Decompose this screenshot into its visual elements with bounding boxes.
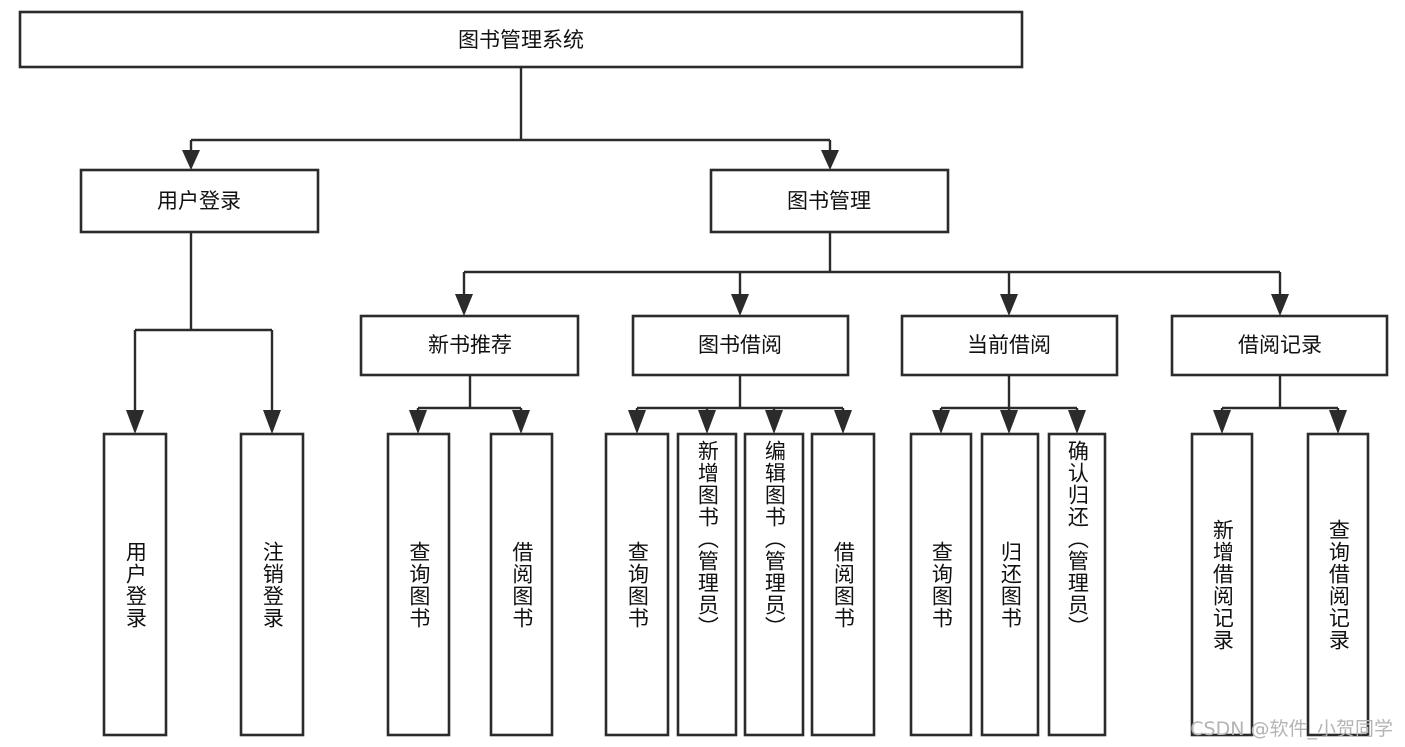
node-root[interactable] <box>18 10 1024 69</box>
arrow-borrow-leaf-3 <box>765 410 783 434</box>
arrow-borrow-leaf-4 <box>834 410 852 434</box>
node-current-borrow[interactable] <box>900 314 1119 377</box>
arrow-root-to-login <box>182 150 200 170</box>
node-leaf-borrow-3[interactable] <box>743 432 805 737</box>
arrow-login-leaf-1 <box>126 410 144 434</box>
node-current-borrow-label: 当前借阅 <box>967 333 1051 357</box>
arrow-recommend-leaf-2 <box>512 410 530 434</box>
connectors <box>126 67 1347 434</box>
node-leaf-record-1[interactable] <box>1190 432 1254 737</box>
node-borrow-record-label: 借阅记录 <box>1238 333 1322 357</box>
arrow-current-leaf-1 <box>932 410 950 434</box>
arrow-bm-child-3 <box>1000 294 1018 316</box>
arrow-borrow-leaf-1 <box>628 410 646 434</box>
watermark-text: CSDN @软件_小贺同学 <box>1190 718 1393 740</box>
node-leaf-user-login-1[interactable] <box>102 432 168 737</box>
node-book-management[interactable] <box>709 168 950 234</box>
node-leaf-current-2[interactable] <box>980 432 1040 737</box>
node-leaf-current-1[interactable] <box>909 432 973 737</box>
arrow-root-to-bookmgmt <box>821 150 839 170</box>
node-book-borrow-label: 图书借阅 <box>698 333 782 357</box>
node-leaf-recommend-2[interactable] <box>489 432 554 737</box>
arrow-current-leaf-3 <box>1068 410 1086 434</box>
node-book-borrow[interactable] <box>631 314 850 377</box>
node-leaf-record-2[interactable] <box>1306 432 1370 737</box>
arrow-record-leaf-1 <box>1213 410 1231 434</box>
arrow-recommend-leaf-1 <box>409 410 427 434</box>
node-leaf-borrow-1[interactable] <box>604 432 670 737</box>
node-leaf-user-login-2[interactable] <box>239 432 305 737</box>
node-leaf-borrow-2[interactable] <box>676 432 738 737</box>
node-new-book-recommend[interactable] <box>359 314 580 377</box>
arrow-record-leaf-2 <box>1329 410 1347 434</box>
node-root-label: 图书管理系统 <box>458 28 584 52</box>
arrow-login-leaf-2 <box>263 410 281 434</box>
node-leaf-current-3[interactable] <box>1047 432 1107 737</box>
node-user-login-label: 用户登录 <box>157 189 241 213</box>
arrow-bm-child-2 <box>731 294 749 316</box>
arrow-borrow-leaf-2 <box>698 410 716 434</box>
node-borrow-record[interactable] <box>1170 314 1389 377</box>
arrow-bm-child-1 <box>455 294 473 316</box>
nodes: 图书管理系统 用户登录 图书管理 新书推荐 图书借阅 当前借阅 借阅记录 <box>18 10 1389 737</box>
node-new-book-recommend-label: 新书推荐 <box>428 333 512 357</box>
node-leaf-recommend-1[interactable] <box>386 432 451 737</box>
node-leaf-borrow-4[interactable] <box>810 432 876 737</box>
arrow-bm-child-4 <box>1271 294 1289 316</box>
arrow-current-leaf-2 <box>1000 410 1018 434</box>
node-book-management-label: 图书管理 <box>787 189 871 213</box>
node-user-login[interactable] <box>79 168 320 234</box>
